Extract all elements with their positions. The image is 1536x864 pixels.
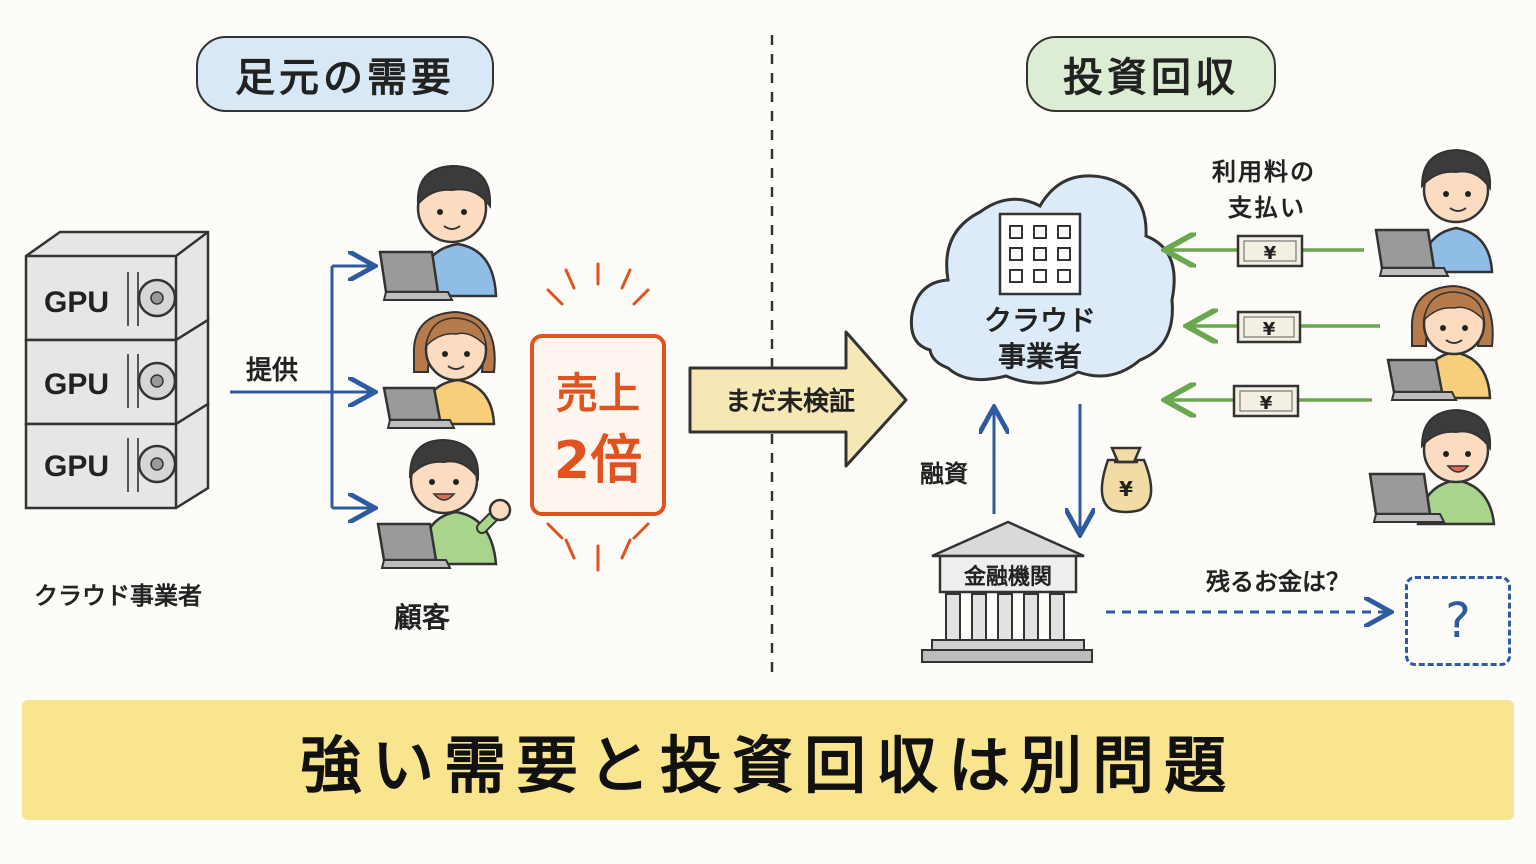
office-building-icon	[998, 212, 1082, 296]
yen-bill-3	[1232, 384, 1300, 418]
sales-box	[530, 334, 666, 516]
unverified-arrow-label: まだ未検証	[725, 386, 855, 417]
money-bag-icon	[1100, 446, 1153, 514]
supply-label: 提供	[246, 356, 299, 386]
fee-label-line-1: 利用料の	[1212, 158, 1316, 186]
yen-bill-2-symbol: ¥	[1263, 319, 1276, 340]
unknown-question-box: ?	[1405, 576, 1511, 666]
gpu-label-middle: GPU	[44, 368, 109, 401]
customer-2-illustration	[382, 310, 496, 429]
bank-building-icon	[921, 520, 1093, 663]
supply-arrows	[230, 266, 372, 508]
right-heading: 投資回収	[1026, 36, 1276, 112]
financing-arrows	[994, 404, 1080, 532]
gpu-server-stack: GPU GPU GPU	[24, 230, 210, 510]
gpu-server-bottom	[24, 401, 210, 510]
cloud-label-line-1: クラウド	[984, 304, 1096, 337]
paying-user-3	[1368, 408, 1496, 526]
customer-3-illustration	[376, 438, 512, 569]
yen-bill-1	[1236, 234, 1304, 268]
yen-bill-3-symbol: ¥	[1260, 393, 1273, 414]
sales-burst-lines	[546, 262, 650, 572]
cloud-label-line-2: 事業者	[998, 340, 1082, 373]
conclusion-banner: 強い需要と投資回収は別問題	[22, 700, 1514, 820]
fee-label-line-2: 支払い	[1228, 194, 1306, 222]
customer-1-illustration	[378, 164, 498, 301]
provider-label: クラウド事業者	[34, 582, 202, 610]
financing-label: 融資	[920, 460, 968, 488]
yen-bill-1-symbol: ¥	[1264, 243, 1277, 264]
sales-line-1: 売上	[556, 369, 640, 418]
left-heading: 足元の需要	[196, 36, 494, 112]
paying-user-1	[1374, 148, 1494, 277]
customers-label: 顧客	[394, 601, 451, 634]
gpu-label-top: GPU	[44, 286, 109, 319]
bank-label: 金融機関	[963, 564, 1052, 590]
money-bag-yen: ¥	[1119, 477, 1133, 501]
gpu-label-bottom: GPU	[44, 450, 109, 483]
paying-user-2	[1386, 284, 1494, 401]
unverified-arrow	[688, 330, 908, 468]
yen-bill-2	[1236, 310, 1302, 344]
remaining-money-label: 残るお金は？	[1206, 568, 1350, 596]
sales-line-2: 2倍	[554, 431, 642, 491]
